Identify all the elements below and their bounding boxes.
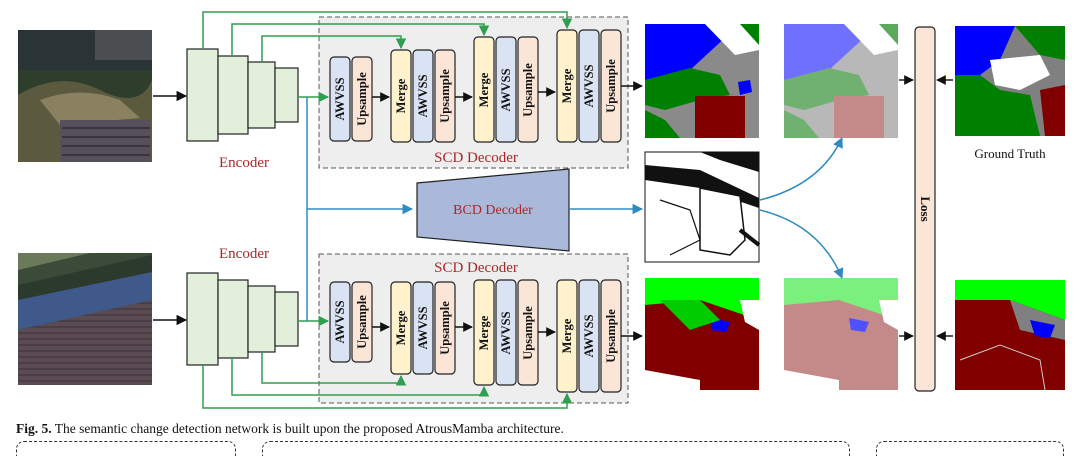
decoder-top-blocks xyxy=(329,29,622,143)
figure-caption-prefix: Fig. 5. xyxy=(16,421,52,436)
merge-block xyxy=(556,29,578,143)
svg-text:AWVSS: AWVSS xyxy=(499,311,513,354)
merge-block xyxy=(390,49,412,143)
svg-text:Merge: Merge xyxy=(560,68,574,103)
bcd-decoder xyxy=(416,168,570,252)
svg-text:Merge: Merge xyxy=(560,318,574,353)
skip-connections-bottom xyxy=(202,315,573,409)
ground-truth-label: Ground Truth xyxy=(974,146,1046,161)
svg-text:AWVSS: AWVSS xyxy=(582,314,596,357)
input-image-t1 xyxy=(18,30,152,162)
scd-decoder-bottom-label: SCD Decoder xyxy=(434,260,518,276)
encoder-top xyxy=(186,48,299,142)
svg-text:Upsample: Upsample xyxy=(355,72,369,126)
svg-text:Upsample: Upsample xyxy=(438,69,452,123)
merge-block xyxy=(473,279,495,386)
svg-text:Merge: Merge xyxy=(477,72,491,107)
svg-text:Merge: Merge xyxy=(477,315,491,350)
svg-text:Merge: Merge xyxy=(394,78,408,113)
upsample-block xyxy=(517,36,539,143)
ground-truth-top xyxy=(955,26,1065,136)
upsample-block xyxy=(351,281,373,363)
bcd-decoder-label: BCD Decoder xyxy=(453,203,533,218)
upsample-block xyxy=(434,49,456,143)
merge-block xyxy=(473,36,495,143)
encoder-top-label: Encoder xyxy=(219,155,269,171)
svg-text:AWVSS: AWVSS xyxy=(416,74,430,117)
prediction-top-overlay xyxy=(784,24,898,138)
awvss-block xyxy=(329,56,351,142)
svg-text:Upsample: Upsample xyxy=(438,301,452,355)
svg-text:AWVSS: AWVSS xyxy=(582,64,596,107)
svg-text:Upsample: Upsample xyxy=(604,309,618,363)
svg-text:AWVSS: AWVSS xyxy=(333,77,347,120)
awvss-block xyxy=(495,279,517,386)
skip-connections-top xyxy=(202,11,573,103)
awvss-block xyxy=(329,281,351,363)
figure-caption: Fig. 5. The semantic change detection ne… xyxy=(16,421,564,437)
svg-text:AWVSS: AWVSS xyxy=(416,306,430,349)
loss-block xyxy=(914,26,936,392)
bcd-change-map xyxy=(644,151,761,263)
prediction-bottom xyxy=(645,278,759,390)
decoder-bottom-blocks xyxy=(329,279,622,393)
awvss-block xyxy=(495,36,517,143)
prediction-top xyxy=(645,24,759,138)
awvss-block xyxy=(578,29,600,143)
upsample-block xyxy=(434,281,456,375)
awvss-block xyxy=(412,49,434,143)
merge-block xyxy=(556,279,578,393)
encoder-bottom xyxy=(186,272,299,366)
prediction-bottom-overlay xyxy=(784,278,898,390)
svg-text:Merge: Merge xyxy=(394,310,408,345)
upsample-block xyxy=(351,56,373,142)
svg-text:Upsample: Upsample xyxy=(355,295,369,349)
figure-caption-text: The semantic change detection network is… xyxy=(54,421,564,436)
decoder-top-block-labels: AWVSS Upsample Merge AWVSS Upsample Merg… xyxy=(333,59,618,126)
loss-label: Loss xyxy=(918,196,933,221)
input-image-t2 xyxy=(18,253,152,385)
svg-text:AWVSS: AWVSS xyxy=(499,68,513,111)
scd-decoder-top-label: SCD Decoder xyxy=(434,150,518,166)
ground-truth-bottom xyxy=(955,280,1065,391)
svg-text:Upsample: Upsample xyxy=(604,59,618,113)
awvss-block xyxy=(412,281,434,375)
svg-text:AWVSS: AWVSS xyxy=(333,300,347,343)
decoder-connectors xyxy=(372,81,643,341)
awvss-block xyxy=(578,279,600,393)
loss-arrows xyxy=(899,75,953,341)
svg-text:Upsample: Upsample xyxy=(521,306,535,360)
bcd-input-links xyxy=(306,97,414,321)
svg-text:Upsample: Upsample xyxy=(521,63,535,117)
decoder-bottom-block-labels: AWVSS Upsample Merge AWVSS Upsample Merg… xyxy=(333,295,618,363)
encoder-bottom-label: Encoder xyxy=(219,246,269,262)
merge-block xyxy=(390,281,412,375)
bcd-to-overlay-arrows xyxy=(759,137,844,279)
